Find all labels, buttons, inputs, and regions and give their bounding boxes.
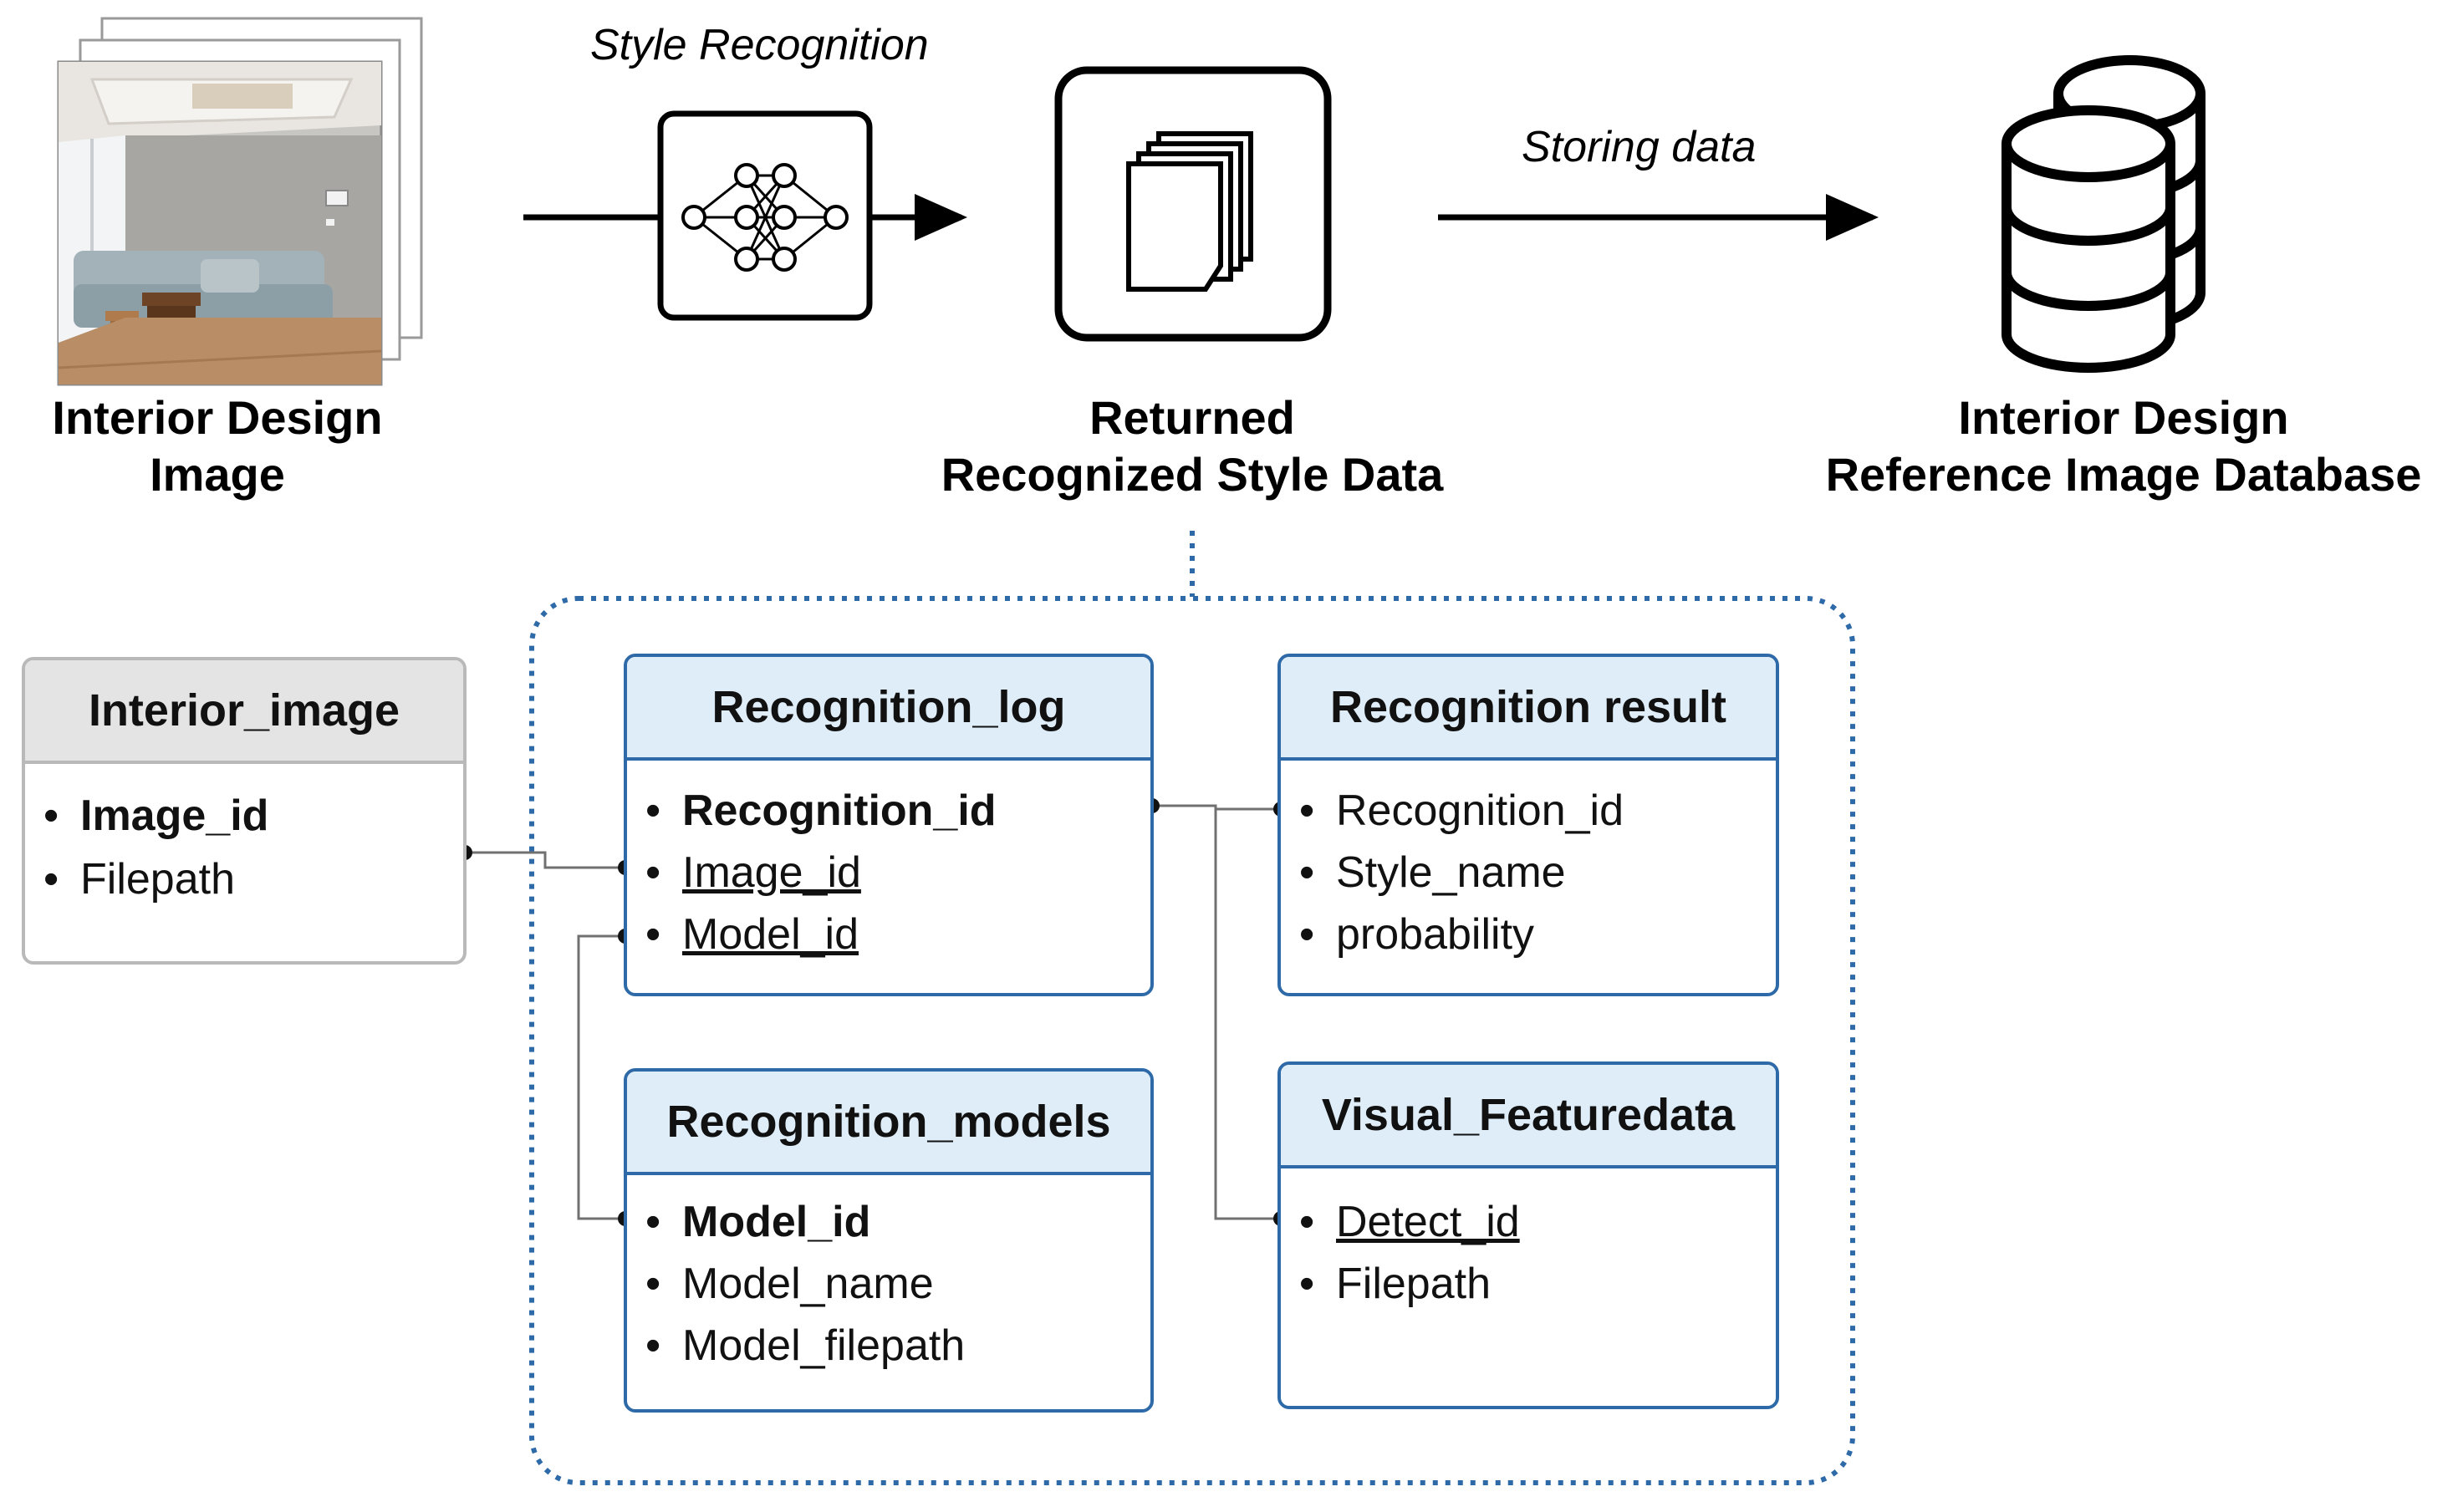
database-label-line-2: Reference Image Database [1825,448,2422,501]
returned-data-label-line-1: Returned [1089,391,1295,444]
input-image-label-line-2: Image [150,448,285,501]
input-image-label: Interior Design Image [0,389,435,503]
entity-title: Interior_image [25,660,463,764]
entity-title: Recognition_log [627,657,1150,761]
neural-network-icon [657,110,873,321]
entity-interior-image: Interior_image Image_id Filepath [22,657,467,965]
input-image-label-line-1: Interior Design [52,391,383,444]
entity-recognition-models: Recognition_models Model_id Model_name M… [624,1068,1154,1413]
database-label-line-1: Interior Design [1958,391,2289,444]
returned-data-label-line-2: Recognized Style Data [941,448,1444,501]
returned-data-label: Returned Recognized Style Data [891,389,1493,503]
entity-visual-featuredata: Visual_Featuredata Detect_id Filepath [1277,1061,1779,1409]
schema-group-border [529,596,1855,1485]
database-icon [2002,55,2205,373]
photo-stack-icon [57,17,423,386]
database-label: Interior Design Reference Image Database [1789,389,2458,503]
relationship-lines [465,804,1281,1220]
entity-title: Recognition_models [627,1072,1150,1175]
entity-title: Visual_Featuredata [1281,1065,1776,1168]
style-recognition-label: Style Recognition [590,21,929,69]
entity-recognition-result: Recognition result Recognition_id Style_… [1277,654,1779,996]
entity-recognition-log: Recognition_log Recognition_id Image_id … [624,654,1154,996]
entity-title: Recognition result [1281,657,1776,761]
document-stack-icon [1054,66,1332,342]
storing-data-label: Storing data [1522,123,1757,171]
